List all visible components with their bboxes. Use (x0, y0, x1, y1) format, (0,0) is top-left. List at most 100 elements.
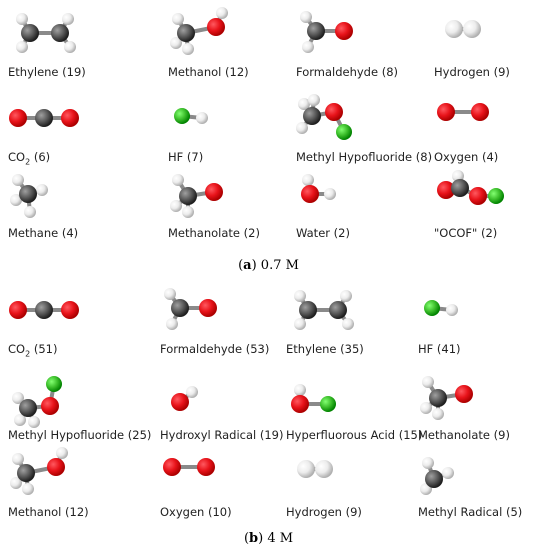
molecule-label: "OCOF" (2) (434, 226, 498, 240)
hydrogen-atom (463, 20, 481, 38)
molecule-label: Hydroxyl Radical (19) (160, 428, 284, 442)
hydrogen-atom (10, 477, 22, 489)
oxygen-atom (41, 397, 59, 415)
oxygen-atom (197, 458, 215, 476)
hydrogen-atom (36, 184, 48, 196)
carbon-atom (425, 470, 443, 488)
hydrogen-atom (10, 194, 22, 206)
molecule-label: Methanolate (9) (418, 428, 510, 442)
molecule-model (170, 174, 223, 218)
carbon-atom (451, 179, 469, 197)
caption-b: (b) 4 M (243, 531, 294, 546)
oxygen-atom (199, 299, 217, 317)
molecule-hydrogen: Hydrogen (9) (286, 445, 426, 525)
molecule-methane: Methane (4) (8, 166, 148, 246)
molecule-label: Methanol (12) (168, 65, 249, 79)
hydrogen-atom (172, 174, 184, 186)
hydrogen-atom (422, 376, 434, 388)
carbon-atom (35, 109, 53, 127)
molecule-model (171, 386, 198, 411)
molecule-label: Ethylene (19) (8, 65, 86, 79)
carbon-atom (21, 24, 39, 42)
oxygen-atom (301, 185, 319, 203)
molecule-methylhypofluoride: Methyl Hypofluoride (8) (296, 90, 436, 170)
carbon-atom (35, 301, 53, 319)
molecule-model (301, 174, 336, 203)
oxygen-atom (61, 109, 79, 127)
molecule-label: CO2 (51) (8, 342, 58, 359)
carbon-atom (299, 301, 317, 319)
molecule-model (16, 13, 76, 53)
molecule-formaldehyde: Formaldehyde (53) (160, 282, 300, 362)
molecule-model (10, 174, 48, 218)
hydrogen-atom (300, 11, 312, 23)
hydrogen-atom (446, 304, 458, 316)
molecule-label: HF (41) (418, 342, 461, 356)
hydrogen-atom (340, 290, 352, 302)
hydrogen-atom (170, 200, 182, 212)
hydrogen-atom (315, 460, 333, 478)
hydrogen-atom (170, 37, 182, 49)
hydrogen-atom (182, 206, 194, 218)
hydrogen-atom (296, 122, 308, 134)
hydrogen-atom (28, 416, 40, 428)
hydrogen-atom (16, 41, 28, 53)
molecule-hf: HF (41) (418, 282, 537, 362)
molecule-label: CO2 (6) (8, 150, 51, 167)
molecule-label: Methanolate (2) (168, 226, 260, 240)
hydrogen-atom (420, 402, 432, 414)
molecule-model (9, 109, 79, 127)
molecule-label: Formaldehyde (8) (296, 65, 399, 79)
hydrogen-atom (432, 408, 444, 420)
fluorine-atom (46, 376, 62, 392)
caption-a-letter: a (243, 258, 252, 273)
oxygen-atom (207, 18, 225, 36)
oxygen-atom (335, 22, 353, 40)
molecule-hypofluorous: Hyperfluorous Acid (15) (286, 368, 426, 448)
oxygen-atom (47, 458, 65, 476)
oxygen-atom (437, 181, 455, 199)
molecule-water: Water (2) (296, 166, 436, 246)
fluorine-atom (424, 300, 440, 316)
hydrogen-atom (294, 384, 306, 396)
hydrogen-atom (182, 43, 194, 55)
hydrogen-atom (14, 414, 26, 426)
oxygen-atom (205, 183, 223, 201)
molecule-methylradical: Methyl Radical (5) (418, 445, 537, 525)
hydrogen-atom (166, 318, 178, 330)
oxygen-atom (9, 301, 27, 319)
carbon-atom (307, 22, 325, 40)
oxygen-atom (325, 103, 343, 121)
molecule-label: Methane (4) (8, 226, 79, 240)
molecule-hf: HF (7) (168, 90, 308, 170)
hydrogen-atom (422, 457, 434, 469)
caption-a-text: 0.7 M (256, 258, 299, 273)
molecule-model (174, 108, 208, 124)
molecule-model (164, 288, 217, 330)
molecule-model (420, 376, 473, 420)
molecule-methanol: Methanol (12) (8, 445, 148, 525)
carbon-atom (177, 24, 195, 42)
molecule-model (294, 290, 354, 330)
molecule-model (420, 457, 454, 495)
fluorine-atom (320, 396, 336, 412)
hydrogen-atom (294, 318, 306, 330)
molecule-model (437, 103, 489, 121)
hydrogen-atom (294, 290, 306, 302)
fluorine-atom (488, 188, 504, 204)
oxygen-atom (469, 187, 487, 205)
hydrogen-atom (297, 460, 315, 478)
carbon-atom (179, 187, 197, 205)
hydrogen-atom (12, 392, 24, 404)
hydrogen-atom (164, 288, 176, 300)
oxygen-atom (455, 385, 473, 403)
molecule-model (437, 170, 504, 205)
molecule-label: Methyl Hypofluoride (8) (296, 150, 433, 164)
carbon-atom (17, 464, 35, 482)
oxygen-atom (61, 301, 79, 319)
molecule-label: Oxygen (10) (160, 505, 232, 519)
carbon-atom (429, 389, 447, 407)
hydrogen-atom (186, 386, 198, 398)
hydrogen-atom (62, 13, 74, 25)
molecule-methanolate: Methanolate (9) (418, 368, 537, 448)
